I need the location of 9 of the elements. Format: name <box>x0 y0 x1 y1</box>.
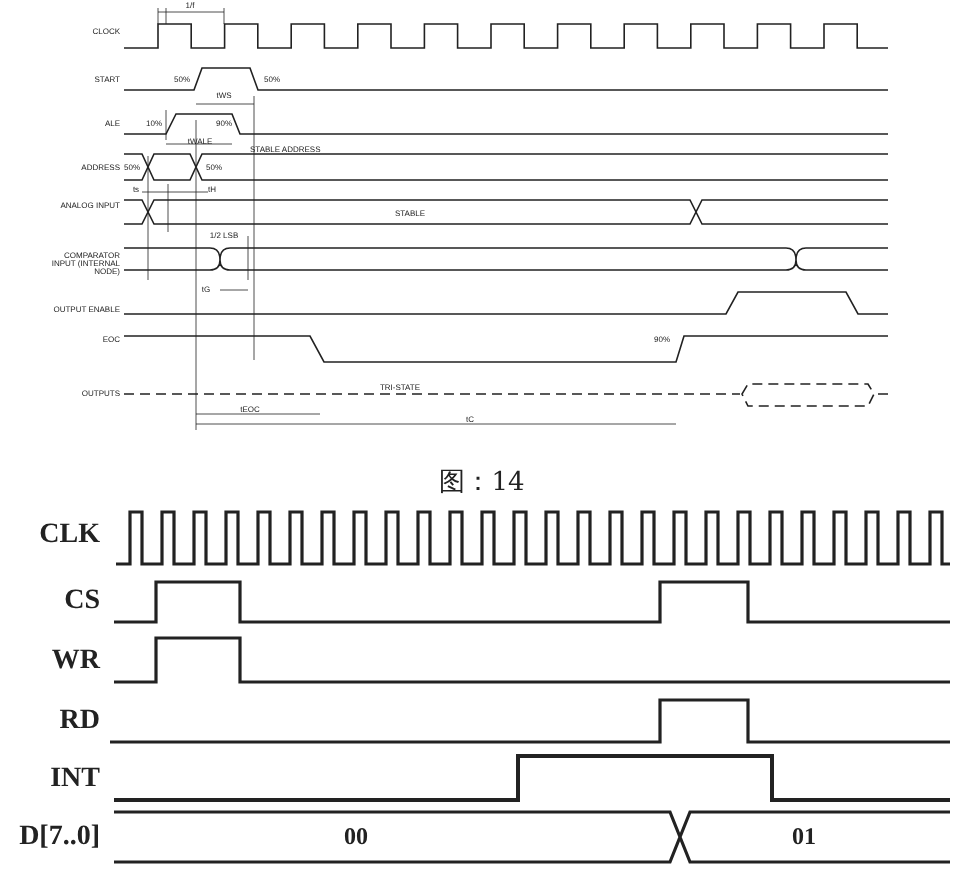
bus-value-label: 01 <box>792 824 816 848</box>
signal-label: INT <box>50 766 100 794</box>
signal-label: WR <box>51 648 100 676</box>
signal-label: D[7..0] <box>19 824 100 852</box>
signal-label: CS <box>64 588 100 616</box>
bus-value-label: 00 <box>344 824 368 848</box>
signal-label: RD <box>59 708 100 736</box>
figure-caption: 图：14 <box>439 470 525 496</box>
signal-label: CLK <box>39 522 100 550</box>
